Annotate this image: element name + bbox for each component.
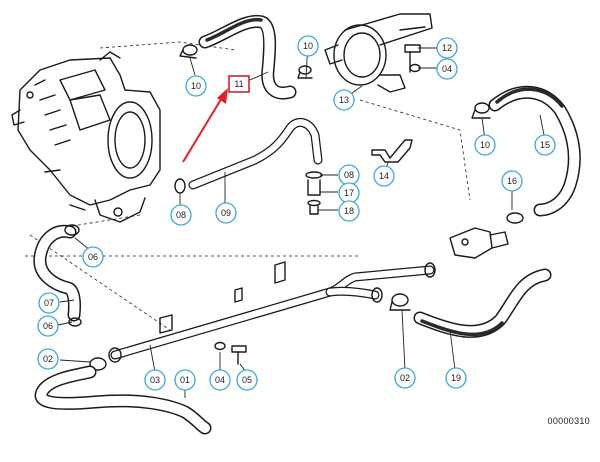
callout-12[interactable]: 12 bbox=[436, 37, 458, 59]
hose-01 bbox=[34, 365, 212, 435]
svg-text:18: 18 bbox=[344, 206, 354, 216]
svg-text:08: 08 bbox=[344, 170, 354, 180]
hose-15 bbox=[488, 85, 581, 217]
svg-text:15: 15 bbox=[540, 140, 550, 150]
callout-08a[interactable]: 08 bbox=[170, 204, 192, 226]
svg-text:06: 06 bbox=[88, 252, 98, 262]
hose-07 bbox=[33, 224, 81, 322]
callout-10c[interactable]: 10 bbox=[474, 134, 496, 156]
callout-05[interactable]: 05 bbox=[236, 369, 258, 391]
svg-text:10: 10 bbox=[480, 140, 490, 150]
svg-text:06: 06 bbox=[43, 321, 53, 331]
hose-clamp-06b bbox=[68, 317, 82, 327]
svg-text:19: 19 bbox=[451, 373, 461, 383]
svg-text:02: 02 bbox=[400, 373, 410, 383]
callout-17[interactable]: 17 bbox=[338, 182, 360, 204]
pipe-09 bbox=[188, 117, 323, 190]
callout-06b[interactable]: 06 bbox=[37, 315, 59, 337]
callout-02a[interactable]: 02 bbox=[37, 348, 59, 370]
fitting-stack bbox=[305, 171, 323, 215]
callout-08b[interactable]: 08 bbox=[338, 164, 360, 186]
svg-text:03: 03 bbox=[150, 375, 160, 385]
callout-04b[interactable]: 04 bbox=[209, 369, 231, 391]
svg-text:08: 08 bbox=[176, 210, 186, 220]
callout-03[interactable]: 03 bbox=[144, 369, 166, 391]
highlight-label-11: 11 bbox=[228, 75, 250, 93]
hose-clamp-10c bbox=[471, 102, 491, 119]
highlight-arrow bbox=[182, 88, 228, 163]
washer-04b bbox=[214, 341, 226, 351]
svg-text:10: 10 bbox=[191, 81, 201, 91]
callout-10b[interactable]: 10 bbox=[297, 35, 319, 57]
svg-text:14: 14 bbox=[379, 171, 389, 181]
callout-18[interactable]: 18 bbox=[338, 200, 360, 222]
callout-13[interactable]: 13 bbox=[333, 89, 355, 111]
svg-text:02: 02 bbox=[43, 354, 53, 364]
svg-text:09: 09 bbox=[221, 208, 231, 218]
valve-16 bbox=[449, 212, 524, 259]
svg-text:07: 07 bbox=[44, 298, 54, 308]
callout-15[interactable]: 15 bbox=[534, 134, 556, 156]
hose-clamp-08a bbox=[174, 178, 186, 194]
callout-07[interactable]: 07 bbox=[38, 292, 60, 314]
hose-clamp-02b bbox=[389, 293, 411, 311]
callout-10a[interactable]: 10 bbox=[185, 75, 207, 97]
callout-02b[interactable]: 02 bbox=[394, 367, 416, 389]
callout-19[interactable]: 19 bbox=[445, 367, 467, 389]
svg-text:10: 10 bbox=[303, 41, 313, 51]
svg-text:04: 04 bbox=[215, 375, 225, 385]
callout-04a[interactable]: 04 bbox=[436, 58, 458, 80]
hose-clamp-10a bbox=[179, 44, 198, 59]
callout-06a[interactable]: 06 bbox=[82, 246, 104, 268]
svg-text:16: 16 bbox=[507, 176, 517, 186]
callout-09[interactable]: 09 bbox=[215, 202, 237, 224]
svg-text:04: 04 bbox=[442, 64, 452, 74]
callout-14[interactable]: 14 bbox=[373, 165, 395, 187]
auxiliary-air-valve bbox=[324, 13, 433, 93]
highlight-label-text: 11 bbox=[234, 79, 243, 89]
svg-text:01: 01 bbox=[180, 375, 190, 385]
svg-text:17: 17 bbox=[344, 188, 354, 198]
hose-clamp-02a bbox=[89, 357, 107, 371]
callout-16[interactable]: 16 bbox=[501, 170, 523, 192]
svg-text:05: 05 bbox=[242, 375, 252, 385]
svg-text:12: 12 bbox=[442, 43, 452, 53]
screw-05 bbox=[231, 345, 247, 365]
hose-19 bbox=[413, 268, 552, 338]
hose-clamp-10b bbox=[297, 65, 313, 79]
pipe-03 bbox=[108, 261, 436, 363]
hose-clamp-06a bbox=[64, 224, 80, 236]
throttle-body bbox=[11, 51, 161, 223]
bracket-14 bbox=[371, 139, 413, 163]
svg-text:13: 13 bbox=[339, 95, 349, 105]
callout-01[interactable]: 01 bbox=[174, 369, 196, 391]
diagram-reference-number: 00000310 bbox=[547, 416, 590, 426]
screw-12 bbox=[404, 44, 421, 73]
hose-11 bbox=[198, 14, 297, 100]
